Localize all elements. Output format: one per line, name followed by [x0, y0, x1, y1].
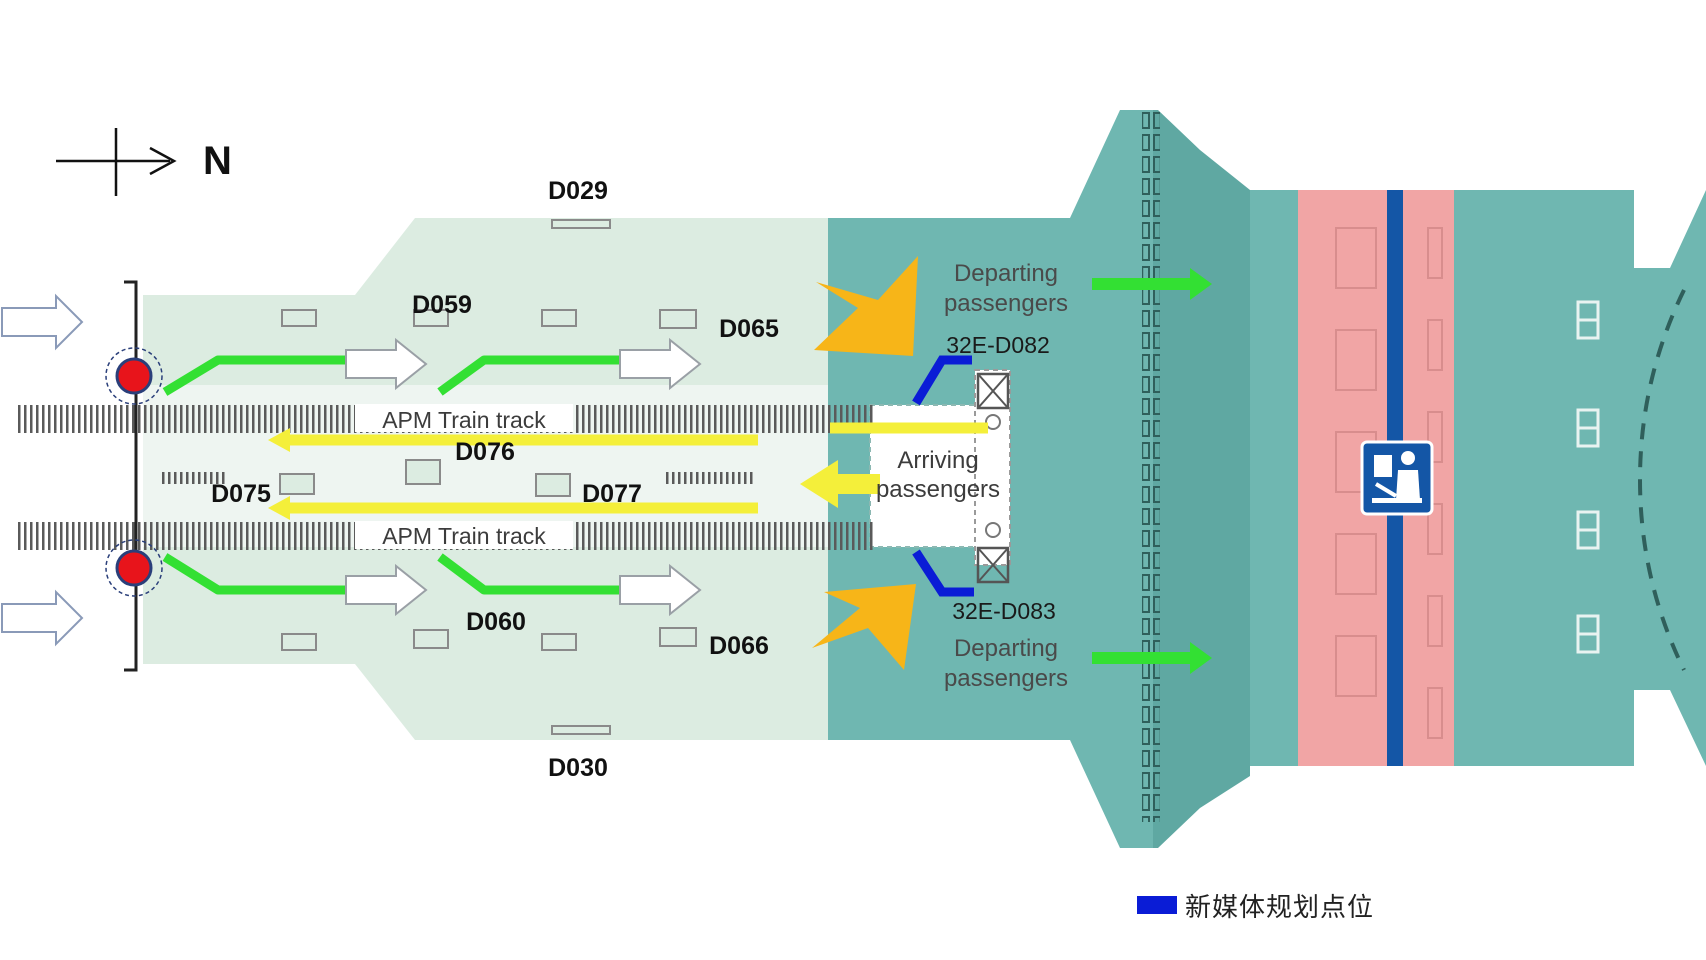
flow-arrow-icons: [345, 337, 702, 617]
compass-label: N: [203, 139, 232, 183]
hall-fixtures: [1576, 300, 1600, 654]
concourse-fixtures: [279, 219, 697, 735]
escalators: [162, 472, 755, 484]
departing-label-bottom-1: Departing: [954, 635, 1058, 662]
gate-label-d029: D029: [548, 177, 608, 205]
compass-arrow-icon: [56, 128, 177, 196]
gate-label-d060: D060: [466, 608, 526, 636]
arrival-flow-lines: [288, 422, 988, 514]
arrival-arrow-main: [800, 460, 880, 508]
gate-label-d030: D030: [548, 754, 608, 782]
entry-bracket: [124, 280, 138, 672]
legend-label: 新媒体规划点位: [1185, 892, 1375, 923]
arrival-arrow-lower: [268, 496, 290, 520]
arriving-label-2: passengers: [876, 476, 1000, 503]
highlight-arrow-icons: [812, 256, 918, 670]
grid-column-top: [1142, 110, 1160, 132]
concourse-floor: [143, 218, 873, 740]
gate-label-d076: D076: [455, 438, 515, 466]
gate-label-d077: D077: [582, 480, 642, 508]
arriving-label-1: Arriving: [897, 447, 978, 474]
gate-label-d059: D059: [412, 291, 472, 319]
departing-label-top-1: Departing: [954, 260, 1058, 287]
departing-label-bottom-2: passengers: [944, 665, 1068, 692]
apm-track-upper: [18, 404, 873, 433]
station-marker-icon: [105, 539, 163, 597]
apm-track-lower: [18, 521, 873, 550]
planned-point-label-upper: 32E-D082: [946, 332, 1050, 358]
track-label-lower: APM Train track: [382, 523, 546, 549]
gate-label-d066: D066: [709, 632, 769, 660]
gate-label-d065: D065: [719, 315, 779, 343]
legend: 新媒体规划点位: [1137, 890, 1374, 923]
departure-flow-lines: [162, 355, 625, 595]
planned-point-label-lower: 32E-D083: [952, 598, 1056, 624]
planned-points: [912, 355, 974, 597]
legend-swatch: [1137, 896, 1177, 914]
security-check-icon: [1360, 440, 1434, 516]
gate-label-d075: D075: [211, 480, 271, 508]
track-label-upper: APM Train track: [382, 407, 546, 433]
entry-arrow-icons: [1, 293, 84, 647]
grid-column: [1142, 130, 1160, 822]
departure-hall-arrows: [1092, 268, 1212, 674]
arrival-arrow-upper: [268, 428, 290, 452]
station-marker-icon: [105, 347, 163, 405]
departing-label-top-2: passengers: [944, 290, 1068, 317]
